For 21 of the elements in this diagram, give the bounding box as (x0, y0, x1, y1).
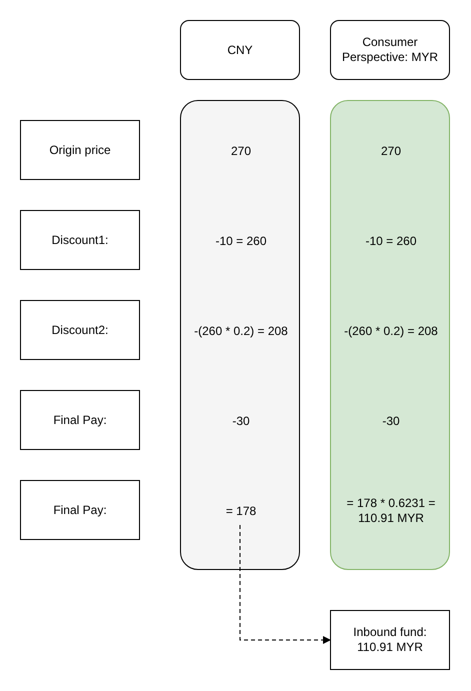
result-box: Inbound fund: 110.91 MYR (330, 610, 450, 670)
label-box: Final Pay: (20, 480, 140, 540)
value-text: -30 (186, 411, 296, 431)
value-text: = 178 (186, 501, 296, 521)
value-text: -10 = 260 (186, 231, 296, 251)
header-box: Consumer Perspective: MYR (330, 20, 450, 80)
value-text: -(260 * 0.2) = 208 (186, 321, 296, 341)
label-box: Origin price (20, 120, 140, 180)
value-text: -(260 * 0.2) = 208 (336, 321, 446, 341)
value-text: = 178 * 0.6231 = 110.91 MYR (336, 486, 446, 536)
label-box: Discount1: (20, 210, 140, 270)
value-text: -10 = 260 (336, 231, 446, 251)
label-box: Discount2: (20, 300, 140, 360)
header-box: CNY (180, 20, 300, 80)
column-panel (180, 100, 300, 570)
value-text: 270 (336, 141, 446, 161)
column-panel (330, 100, 450, 570)
value-text: 270 (186, 141, 296, 161)
value-text: -30 (336, 411, 446, 431)
arrow (240, 524, 331, 644)
label-box: Final Pay: (20, 390, 140, 450)
